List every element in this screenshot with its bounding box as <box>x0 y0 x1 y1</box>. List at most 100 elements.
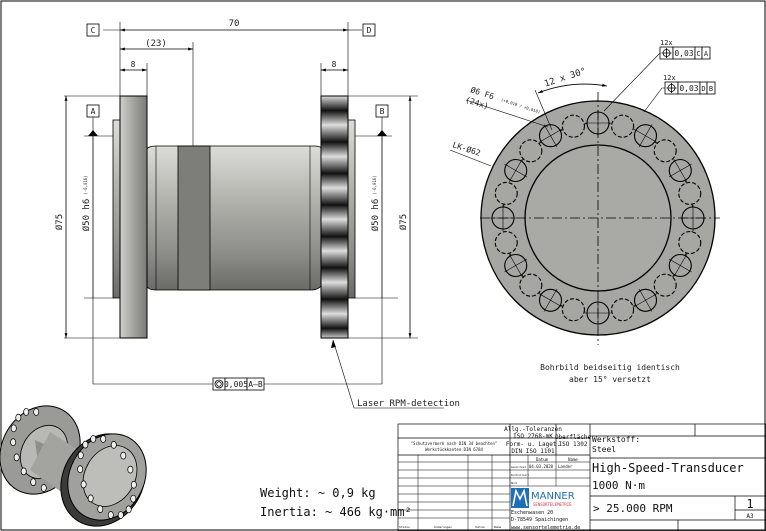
svg-text:0,03: 0,03 <box>674 49 693 58</box>
isometric-render <box>0 405 147 527</box>
iso-bolt-hole <box>120 451 127 460</box>
bolt-hole <box>494 181 518 205</box>
dim-flange-left: 8 <box>131 60 136 69</box>
svg-text:C: C <box>696 50 700 58</box>
svg-text:Name: Name <box>568 457 578 462</box>
bolt-hole <box>494 231 518 255</box>
bolt-hole <box>519 273 543 297</box>
svg-text:Form- u. Laget.: Form- u. Laget. <box>506 441 560 448</box>
circular-runout-icon <box>214 379 224 389</box>
svg-text:www.sensortelemetrie.de: www.sensortelemetrie.de <box>511 525 580 531</box>
dim-flange-right: 8 <box>332 60 337 69</box>
svg-text:D: D <box>367 26 372 35</box>
dim-dia-spigot-right: Ø50 h6 <box>370 199 381 232</box>
drawing-title: High-Speed-Transducer <box>592 461 744 475</box>
laser-rpm-label: Laser RPM-detection <box>357 399 460 409</box>
title-block <box>397 423 766 531</box>
sheet-number: 1 <box>746 497 753 511</box>
svg-text:D-78549 Spaichingen: D-78549 Spaichingen <box>511 517 568 523</box>
hole-centermark <box>504 254 528 277</box>
right-flange-toothed <box>320 95 349 339</box>
iso-bolt-hole <box>87 494 94 503</box>
left-flange <box>119 95 148 339</box>
svg-text:B: B <box>709 85 713 93</box>
iso-bolt-hole <box>90 435 97 443</box>
position-tolerance-frame-2: 0,03 D B <box>664 81 716 95</box>
svg-text:Norm: Norm <box>511 481 518 485</box>
iso-bolt-hole <box>125 505 132 514</box>
svg-text:Status: Status <box>399 525 410 529</box>
datum-d <box>362 23 376 37</box>
iso-bolt-hole <box>20 467 27 476</box>
side-view: 70 C D (23) 8 8 A B Ø75 Ø50 h6 (-0,016) <box>54 19 460 409</box>
angle-dim: 12 x 30° <box>543 67 587 90</box>
iso-bolt-hole <box>100 435 107 443</box>
bolt-hole <box>611 298 635 322</box>
svg-text:D: D <box>701 85 705 93</box>
drawing-subtitle: 1000 N·m <box>592 479 645 492</box>
drawn-date: 04.03.2020 <box>529 464 554 469</box>
svg-text:Allg.-Toleranzen: Allg.-Toleranzen <box>504 426 562 433</box>
svg-text:Eschenwasen 20: Eschenwasen 20 <box>511 510 553 516</box>
hole-centermark <box>539 124 562 148</box>
company-name: MANNER <box>531 491 575 502</box>
front-view: 12 x 30° Ø6 F6 (+0,018 / +0,010) (24x) L… <box>449 39 720 384</box>
hole-centermark <box>504 159 528 182</box>
right-spigot <box>347 119 356 299</box>
svg-text:Datum: Datum <box>475 525 484 529</box>
svg-text:(+0,018 / +0,010): (+0,018 / +0,010) <box>500 97 540 114</box>
svg-text:Werkstoff:: Werkstoff: <box>592 435 640 444</box>
svg-text:Werkstückkanten DIN 6784: Werkstückkanten DIN 6784 <box>425 447 483 452</box>
svg-text:(-0,016): (-0,016) <box>83 175 88 194</box>
hole-centermark <box>634 288 657 312</box>
position-tolerance-frame-1: 0,03 C A <box>659 46 711 60</box>
iso-bolt-hole <box>23 408 30 416</box>
iso-bolt-hole <box>30 478 37 486</box>
iso-bolt-hole <box>130 494 137 503</box>
svg-text:Oberfläche: Oberfläche <box>555 434 592 441</box>
iso-bolt-hole <box>15 413 22 422</box>
hole-centermark <box>668 254 692 277</box>
bolt-hole <box>561 298 585 322</box>
iso-bolt-hole <box>10 424 17 433</box>
iso-bolt-hole <box>97 505 104 513</box>
svg-text:Kontrolliert: Kontrolliert <box>511 473 530 477</box>
datum-c <box>86 23 100 37</box>
iso-bolt-hole <box>127 465 134 474</box>
iso-bolt-hole <box>117 511 124 519</box>
bolt-hole <box>519 139 543 163</box>
iso-bolt-hole <box>130 480 137 489</box>
dim-dia-outer-right: Ø75 <box>398 214 409 230</box>
hole-centermark <box>539 288 562 312</box>
svg-text:C: C <box>91 26 96 35</box>
svg-text:Gezeichnet: Gezeichnet <box>511 465 527 469</box>
pattern-note-line1: Bohrbild beidseitig identisch <box>540 363 680 372</box>
bolt-hole <box>678 181 702 205</box>
iso-bolt-hole <box>107 511 114 519</box>
svg-text:SENSORTELEMETRIE: SENSORTELEMETRIE <box>533 502 572 507</box>
dim-ref-length: (23) <box>145 39 167 49</box>
iso-bolt-hole <box>77 451 84 460</box>
bolt-hole <box>678 231 702 255</box>
dim-dia-spigot-left: Ø50 h6 <box>81 199 92 232</box>
svg-text:12x: 12x <box>663 74 676 82</box>
speed-rating: > 25.000 RPM <box>593 502 673 515</box>
iso-bolt-hole <box>33 408 40 416</box>
weight-spec: Weight: ~ 0,9 kg <box>260 486 376 500</box>
drawn-name: Lander <box>558 464 573 469</box>
svg-text:ISO 1302: ISO 1302 <box>559 441 588 448</box>
iso-bolt-hole <box>10 438 17 447</box>
bolt-hole <box>611 114 635 138</box>
svg-text:A: A <box>704 50 709 58</box>
svg-text:Name: Name <box>494 525 501 529</box>
svg-text:0,03: 0,03 <box>679 84 698 93</box>
svg-text:A: A <box>91 107 96 116</box>
svg-text:(-0,016): (-0,016) <box>372 175 377 194</box>
sheet-format: A3 <box>746 513 754 520</box>
svg-text:12x: 12x <box>660 39 673 47</box>
svg-text:0,005: 0,005 <box>224 380 248 389</box>
dim-dia-outer-left: Ø75 <box>54 214 65 230</box>
iso-bolt-hole <box>40 484 47 492</box>
